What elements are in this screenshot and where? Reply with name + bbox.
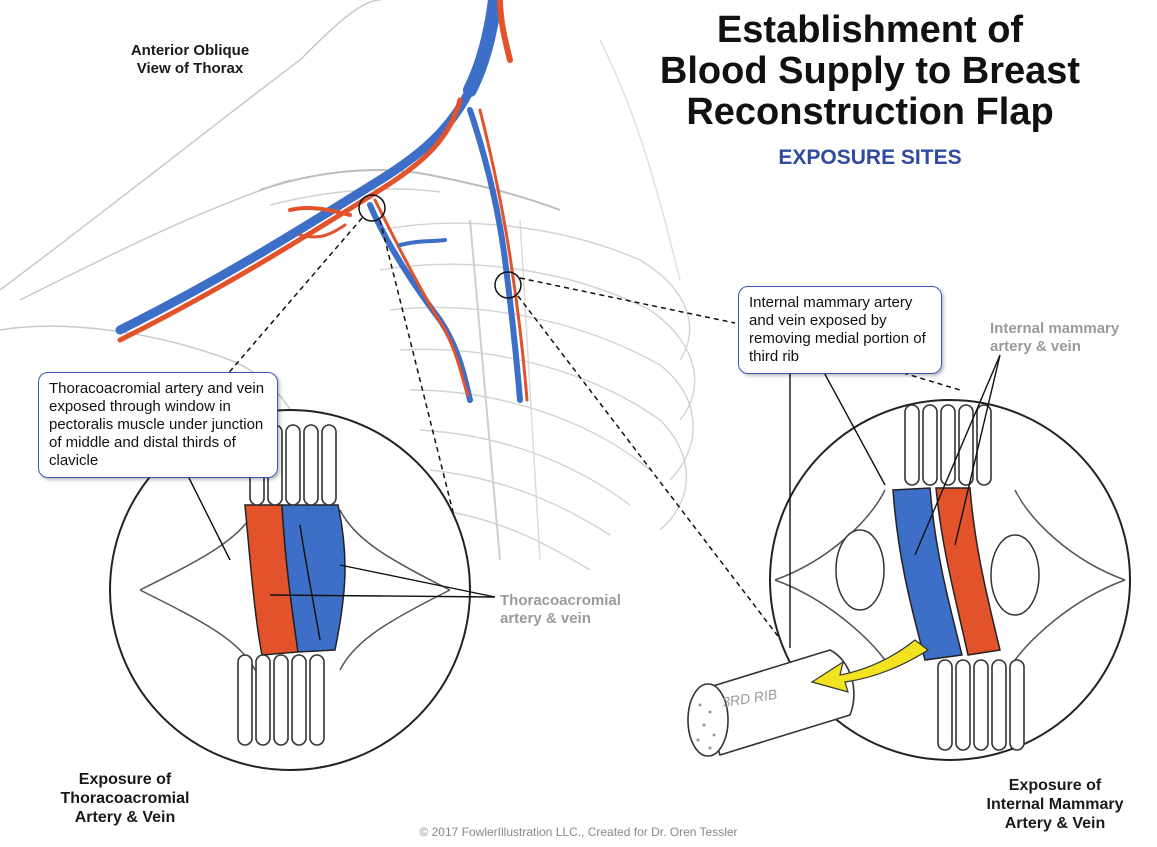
title-line: Reconstruction Flap (620, 92, 1120, 133)
left-caption: Exposure of Thoracoacromial Artery & Vei… (25, 770, 225, 827)
caption-line: Exposure of (955, 776, 1155, 795)
caption-line: Internal Mammary (955, 795, 1155, 814)
third-rib-fragment (688, 650, 854, 756)
view-label-line: View of Thorax (80, 60, 300, 78)
vessel-label-line: Thoracoacromial (500, 592, 621, 610)
thoracoacromial-vessel-label: Thoracoacromial artery & vein (500, 592, 621, 628)
vessel-label-line: Internal mammary (990, 320, 1119, 338)
copyright-notice: © 2017 FowlerIllustration LLC., Created … (0, 825, 1157, 839)
title-line: Establishment of (620, 10, 1120, 51)
vessel-label-line: artery & vein (990, 338, 1119, 356)
caption-line: Exposure of (25, 770, 225, 789)
page-subtitle: EXPOSURE SITES (620, 146, 1120, 170)
title-line: Blood Supply to Breast (620, 51, 1120, 92)
thoracoacromial-callout: Thoracoacromial artery and vein exposed … (38, 372, 278, 478)
vessel-label-line: artery & vein (500, 610, 621, 628)
internal-mammary-callout: Internal mammary artery and vein exposed… (738, 286, 942, 374)
caption-line: Thoracoacromial (25, 789, 225, 808)
internal-mammary-vessel-label: Internal mammary artery & vein (990, 320, 1119, 356)
view-label: Anterior Oblique View of Thorax (80, 42, 300, 78)
view-label-line: Anterior Oblique (80, 42, 300, 60)
page-title: Establishment of Blood Supply to Breast … (620, 10, 1120, 133)
